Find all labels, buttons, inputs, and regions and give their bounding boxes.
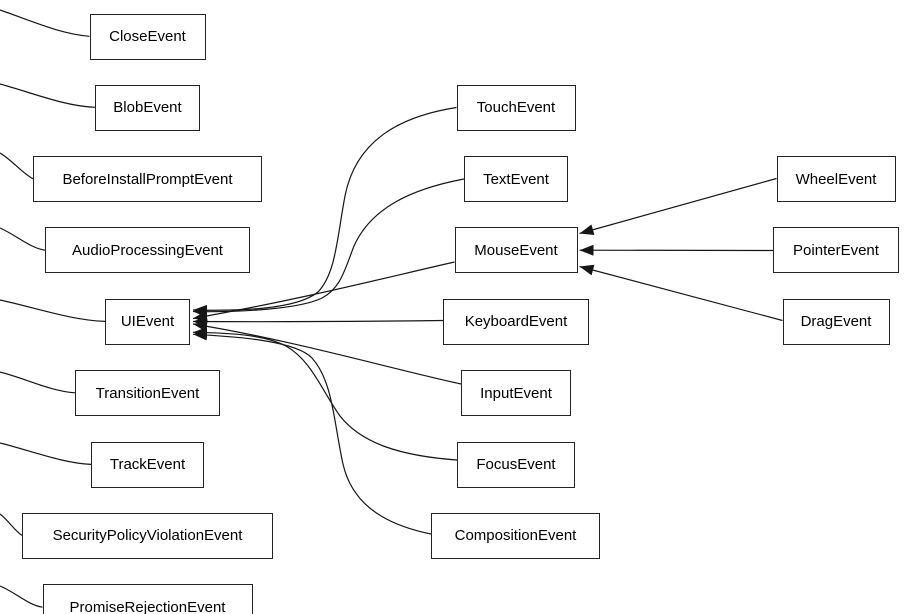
node-before-install-prompt-event: BeforeInstallPromptEvent: [33, 156, 262, 202]
node-keyboard-event: KeyboardEvent: [443, 298, 589, 345]
node-drag-event: DragEvent: [782, 298, 890, 345]
node-pointer-event: PointerEvent: [773, 227, 899, 273]
edge-compositionevent-uievent: [192, 329, 432, 535]
edge-offscreen-blobevent: [0, 83, 96, 108]
node-wheel-event: WheelEvent: [776, 156, 896, 202]
edge-offscreen-audioprocessingevent: [0, 227, 46, 251]
edge-offscreen-uievent: [0, 299, 106, 322]
node-blob-event: BlobEvent: [95, 84, 200, 131]
node-audio-processing-event: AudioProcessingEvent: [45, 227, 250, 273]
edge-wheelevent-mouseevent: [579, 177, 777, 236]
edge-dragevent-mouseevent: [579, 264, 783, 322]
edge-mouseevent-uievent: [192, 261, 455, 322]
node-mouse-event: MouseEvent: [454, 227, 578, 273]
edge-offscreen-closeevent: [0, 9, 90, 37]
node-focus-event: FocusEvent: [457, 441, 575, 488]
node-touch-event: TouchEvent: [456, 84, 576, 131]
node-track-event: TrackEvent: [91, 441, 204, 488]
node-composition-event: CompositionEvent: [431, 512, 600, 559]
node-close-event: CloseEvent: [89, 13, 206, 60]
edge-keyboardevent-uievent: [192, 316, 444, 328]
edge-offscreen-trackevent: [0, 442, 92, 465]
edge-offscreen-promiserejectionevent: [0, 585, 43, 608]
edge-textevent-uievent: [192, 178, 465, 318]
edge-focusevent-uievent: [192, 327, 458, 461]
node-input-event: InputEvent: [461, 370, 571, 416]
edge-offscreen-securitypolicyviolationevent: [0, 513, 23, 536]
edge-inputevent-uievent: [192, 320, 462, 385]
node-transition-event: TransitionEvent: [75, 370, 220, 416]
edge-offscreen-beforeinstallpromptevent: [0, 152, 34, 180]
node-ui-event: UIEvent: [105, 298, 190, 345]
edge-offscreen-transitionevent: [0, 371, 76, 394]
node-text-event: TextEvent: [464, 156, 568, 202]
node-security-policy-violation-event: SecurityPolicyViolationEvent: [22, 512, 273, 559]
node-promise-rejection-event: PromiseRejectionEvent: [42, 584, 253, 614]
edge-touchevent-uievent: [192, 106, 457, 316]
